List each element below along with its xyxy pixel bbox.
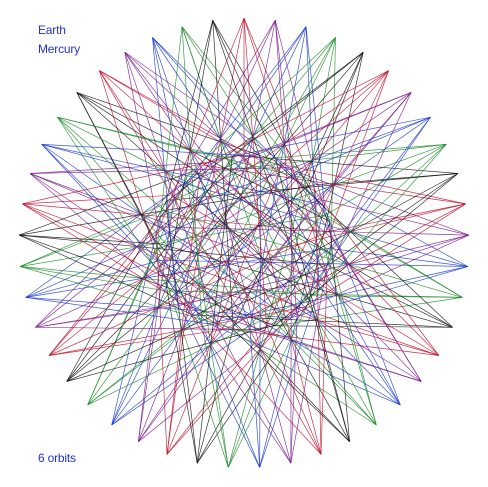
orbit-line: [327, 144, 446, 214]
orbit-line: [35, 155, 251, 327]
orbit-line: [217, 327, 291, 463]
orbit-line: [309, 52, 363, 184]
orbit-line: [58, 117, 304, 178]
orbit-count-label: 6 orbits: [38, 451, 76, 465]
orbit-line: [20, 211, 162, 267]
orbit-line: [331, 71, 389, 230]
orbit-lines: [19, 18, 469, 468]
orbit-line: [35, 305, 181, 327]
orbit-line: [268, 144, 446, 158]
orbit-line: [77, 92, 156, 242]
orbit-line: [216, 20, 275, 326]
planet-a-label: Earth: [38, 23, 66, 37]
orbit-line: [331, 204, 465, 231]
orbit-line: [99, 71, 171, 194]
orbit-line: [290, 267, 468, 319]
orbit-line: [138, 268, 159, 442]
orbit-line: [67, 185, 310, 382]
orbit-line: [321, 272, 327, 454]
orbit-line: [125, 52, 298, 312]
orbit-line: [158, 260, 468, 266]
orbit-line: [303, 309, 439, 356]
planet-b-label: Mercury: [38, 42, 80, 56]
orbit-line: [49, 329, 226, 355]
orbit-line: [67, 282, 166, 381]
orbit-line: [125, 52, 210, 162]
orbit-line: [42, 144, 258, 156]
orbit-line: [58, 117, 163, 209]
orbit-line: [251, 92, 412, 155]
